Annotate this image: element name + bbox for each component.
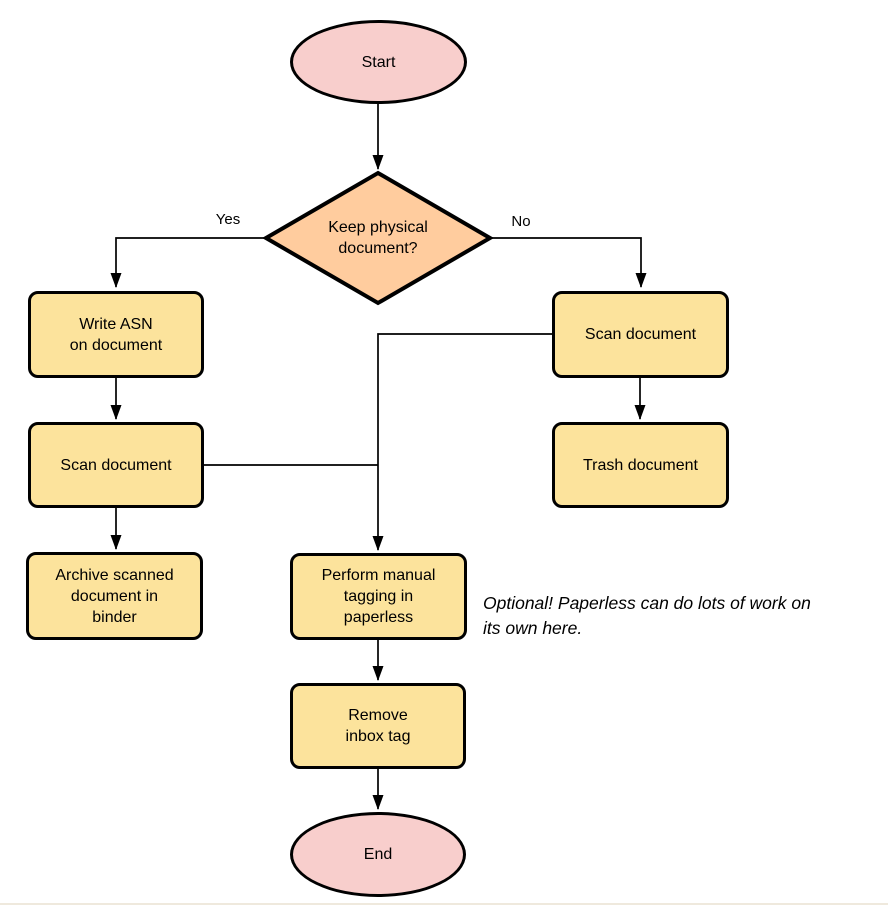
node-manual-tagging: Perform manual tagging in paperless <box>290 553 467 640</box>
edge-label-yes: Yes <box>215 211 241 228</box>
node-archive-scanned: Archive scanned document in binder <box>26 552 203 640</box>
page-bottom-edge <box>0 903 888 905</box>
node-decision-label: Keep physical document? <box>328 219 428 257</box>
node-end: End <box>290 812 466 897</box>
edge-scan-right-to-tagging <box>372 333 552 551</box>
node-trash-document: Trash document <box>552 422 729 508</box>
node-scan-document-left: Scan document <box>28 422 204 508</box>
decision-diamond <box>262 170 494 306</box>
node-start: Start <box>290 20 467 104</box>
node-remove-inbox-tag: Remove inbox tag <box>290 683 466 769</box>
annotation-optional-note: Optional! Paperless can do lots of work … <box>483 593 811 638</box>
node-scan-document-right: Scan document <box>552 291 729 378</box>
edge-label-no: No <box>511 213 531 230</box>
edge-no-to-scan-right <box>490 237 647 288</box>
node-write-asn: Write ASN on document <box>28 291 204 378</box>
edge-yes-to-write-asn <box>110 237 266 288</box>
